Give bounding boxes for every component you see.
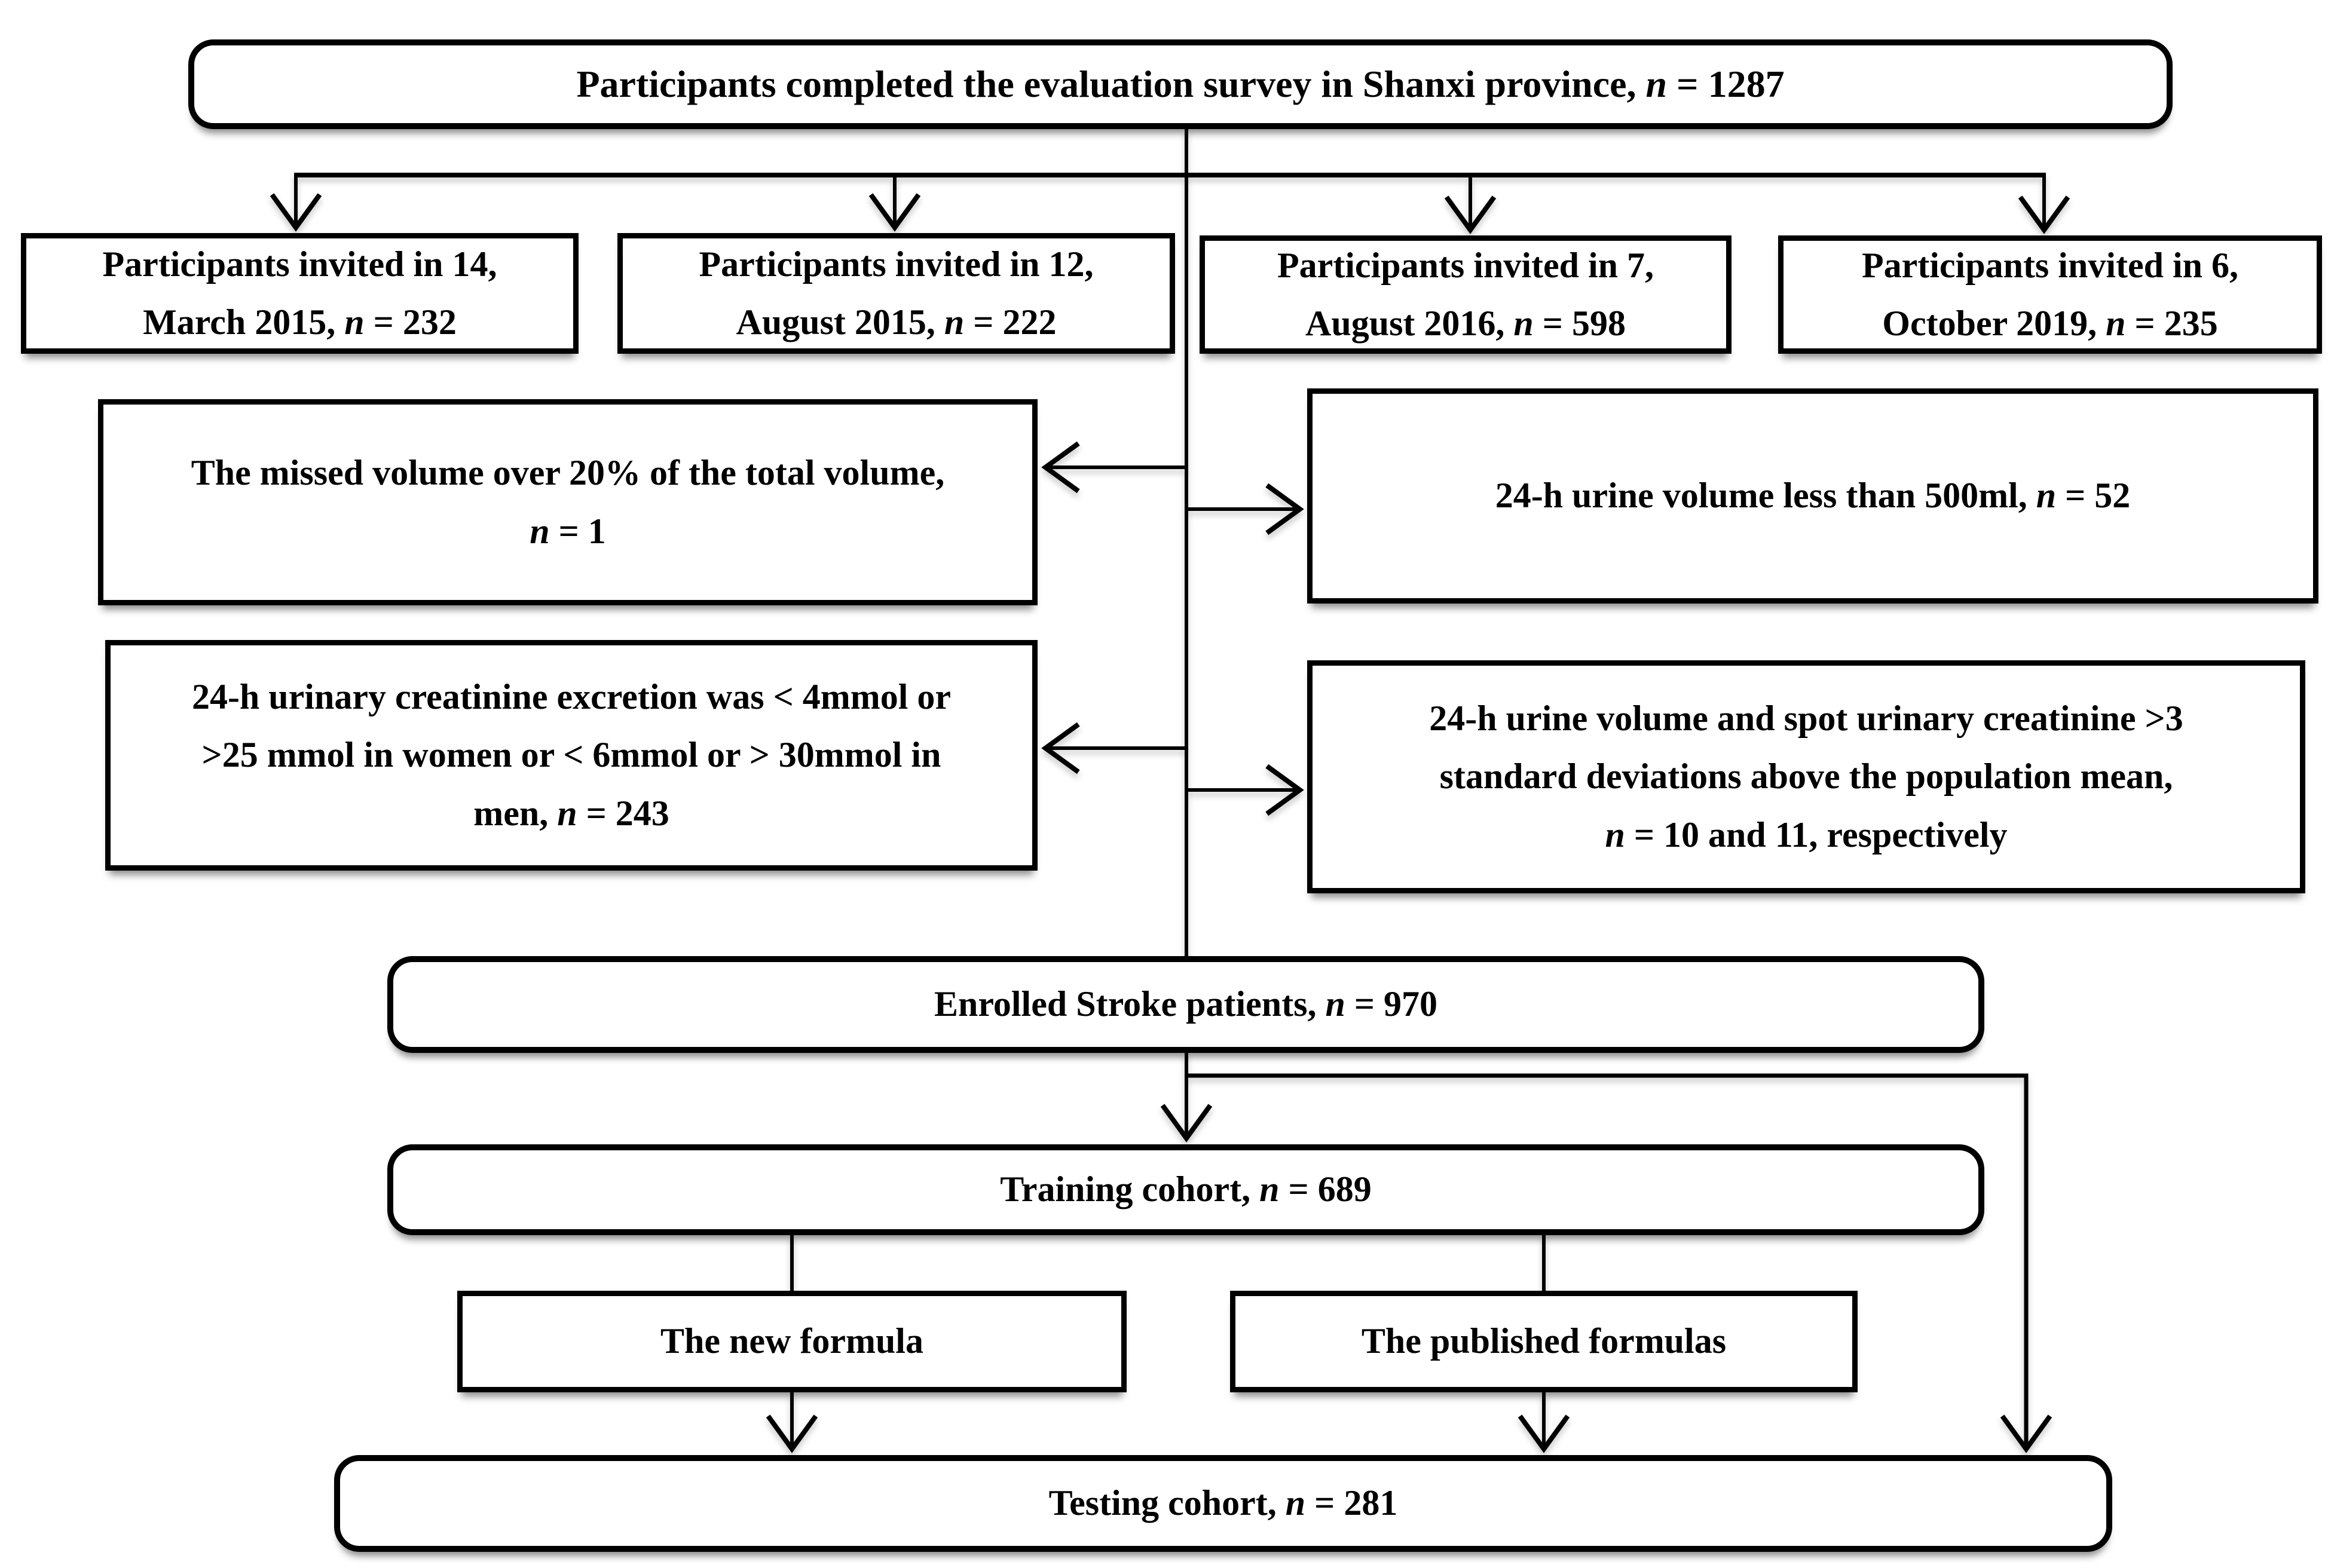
node-label: October 2019, n = 235	[1882, 304, 2218, 343]
node-label: 24-h urine volume less than 500ml, n = 5…	[1495, 476, 2131, 516]
node-label: Participants invited in 6,	[1861, 245, 2239, 285]
node-label: Participants invited in 14,	[102, 244, 497, 284]
node-label: n = 1	[530, 511, 606, 551]
node-label: The published formulas	[1361, 1321, 1727, 1361]
node-label: The missed volume over 20% of the total …	[191, 453, 945, 493]
node-label: 24-h urine volume and spot urinary creat…	[1429, 699, 2183, 739]
node-label: Testing cohort, n = 281	[1048, 1483, 1398, 1523]
node-label: n = 10 and 11, respectively	[1605, 814, 2008, 855]
node-label: standard deviations above the population…	[1439, 757, 2173, 797]
node-testing-cohort: Testing cohort, n = 281	[334, 1455, 2112, 1552]
node-excluded-creatinine-range: 24-h urinary creatinine excretion was < …	[105, 640, 1038, 871]
node-label: >25 mmol in women or < 6mmol or > 30mmol…	[201, 735, 941, 775]
node-label: August 2015, n = 222	[736, 302, 1057, 342]
node-label: Participants completed the evaluation su…	[576, 63, 1785, 106]
node-label: The new formula	[660, 1321, 923, 1361]
node-label: Participants invited in 12,	[699, 244, 1094, 284]
node-invited-august-2015: Participants invited in 12, August 2015,…	[617, 233, 1175, 354]
node-label: men, n = 243	[473, 793, 669, 833]
node-new-formula: The new formula	[457, 1291, 1127, 1392]
node-training-cohort: Training cohort, n = 689	[387, 1144, 1984, 1235]
node-label: August 2016, n = 598	[1305, 304, 1626, 343]
node-label: March 2015, n = 232	[143, 302, 457, 342]
node-invited-march-2015: Participants invited in 14, March 2015, …	[21, 233, 579, 354]
node-enrolled-stroke-patients: Enrolled Stroke patients, n = 970	[387, 956, 1984, 1053]
node-excluded-missed-volume: The missed volume over 20% of the total …	[98, 399, 1038, 605]
node-published-formulas: The published formulas	[1230, 1291, 1858, 1392]
node-label: Enrolled Stroke patients, n = 970	[934, 984, 1438, 1024]
node-invited-october-2019: Participants invited in 6, October 2019,…	[1778, 235, 2322, 354]
node-label: Training cohort, n = 689	[1000, 1169, 1372, 1209]
node-excluded-low-urine-volume: 24-h urine volume less than 500ml, n = 5…	[1307, 388, 2318, 604]
node-label: 24-h urinary creatinine excretion was < …	[191, 677, 952, 717]
node-invited-august-2016: Participants invited in 7, August 2016, …	[1200, 235, 1732, 354]
node-label: Participants invited in 7,	[1277, 245, 1654, 285]
node-survey-total: Participants completed the evaluation su…	[188, 39, 2173, 129]
node-excluded-outliers: 24-h urine volume and spot urinary creat…	[1307, 660, 2305, 893]
